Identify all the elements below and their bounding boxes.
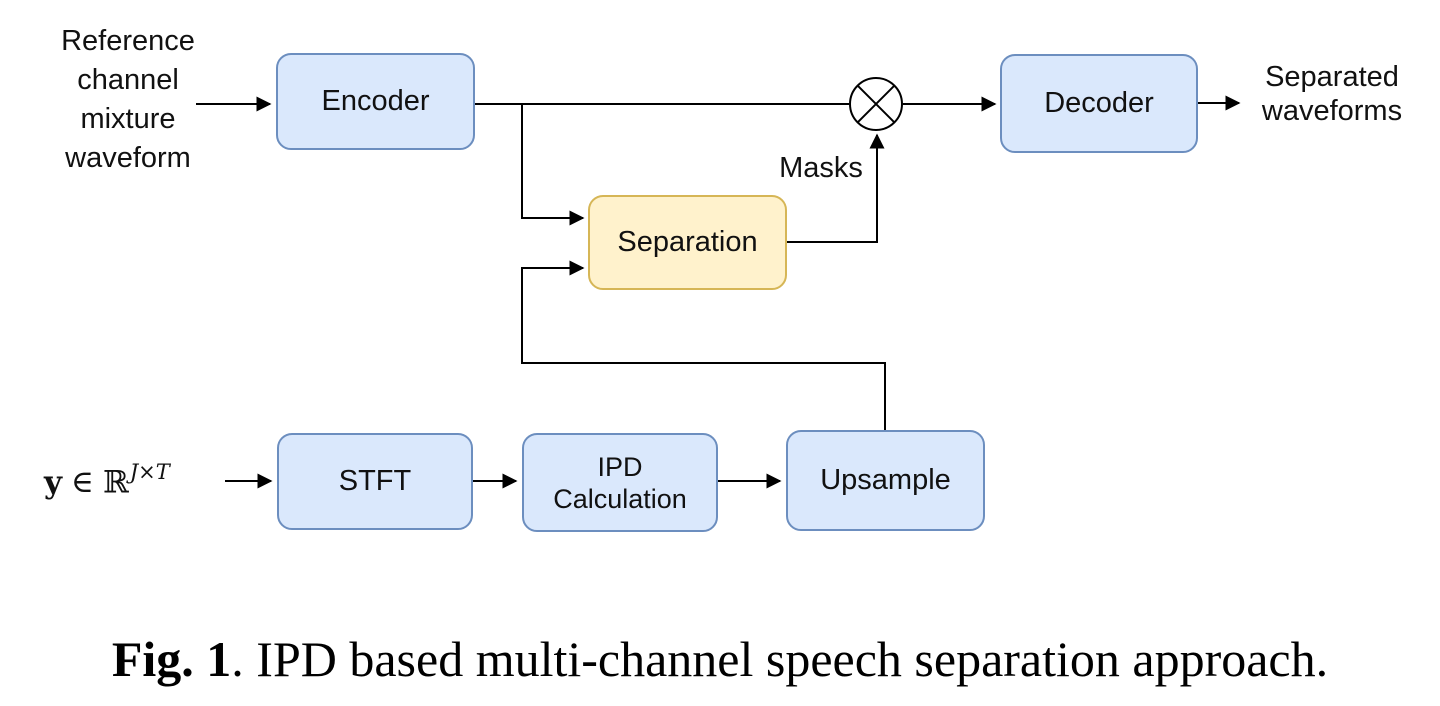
figure-caption: Fig. 1. IPD based multi-channel speech s… (0, 630, 1440, 688)
arrow-encoder-branch-to-separation (521, 104, 585, 226)
multiply-operator-icon (849, 77, 903, 131)
arrow-upsample-to-separation (521, 260, 886, 430)
ipd-calculation-node: IPD Calculation (522, 433, 718, 532)
math-element-of: ∈ (71, 464, 94, 501)
reference-input-label: Reference channel mixture waveform (61, 25, 195, 174)
figure-caption-number: Fig. 1 (111, 631, 232, 687)
math-real-set: ℝ (102, 464, 129, 501)
upsample-node: Upsample (786, 430, 985, 531)
ipd-calculation-node-label: IPD Calculation (553, 451, 687, 514)
decoder-node-label: Decoder (1044, 87, 1154, 119)
separation-node-label: Separation (617, 226, 758, 258)
separation-node: Separation (588, 195, 787, 290)
decoder-node: Decoder (1000, 54, 1198, 153)
arrow-separation-masks-to-multiply (787, 133, 885, 243)
figure-caption-text: . IPD based multi-channel speech separat… (231, 631, 1329, 687)
input-tensor-math: y∈ℝJ×T (44, 454, 170, 502)
math-symbol-y: y (44, 464, 63, 501)
separated-waveforms-label: Separated waveforms (1261, 61, 1403, 127)
stft-node-label: STFT (338, 465, 412, 497)
masks-label: Masks (779, 152, 863, 184)
encoder-node-label: Encoder (321, 85, 430, 117)
math-superscript: J×T (129, 460, 170, 484)
upsample-node-label: Upsample (820, 464, 951, 496)
encoder-node: Encoder (276, 53, 475, 150)
stft-node: STFT (277, 433, 473, 530)
